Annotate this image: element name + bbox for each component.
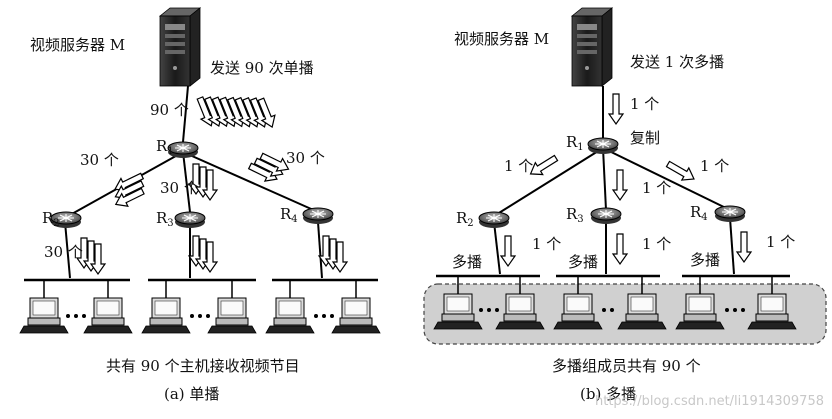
right-link-r2-lan xyxy=(493,221,501,275)
right-r2-count: 1 个 xyxy=(532,235,562,253)
left-arrow-bundle-r4 xyxy=(247,147,292,188)
left-server-icon xyxy=(159,7,201,87)
left-arrow-bundle-lan2 xyxy=(189,236,217,272)
left-r1-right-count: 30 个 xyxy=(286,149,325,167)
left-top-count: 90 个 xyxy=(150,101,189,119)
right-caption: (b) 多播 xyxy=(580,385,637,403)
left-router-r1-label: R1 xyxy=(156,137,174,158)
right-multicast-label-3: 多播 xyxy=(690,251,721,269)
right-link-r1-r2 xyxy=(493,147,604,217)
right-arrow-lan1 xyxy=(500,235,516,267)
left-r2-count: 30 个 xyxy=(44,243,83,261)
left-host-icon xyxy=(265,297,315,334)
right-link-r4-lan xyxy=(729,217,735,275)
left-host-icon xyxy=(207,297,257,334)
left-link-r1-r3 xyxy=(182,151,191,213)
left-link-r2-lan xyxy=(64,221,71,279)
right-router-r2-icon xyxy=(478,211,510,229)
left-host-icon xyxy=(83,297,133,334)
left-router-r4-label: R4 xyxy=(280,205,298,226)
left-router-r3-label: R3 xyxy=(156,209,174,230)
left-host-icon xyxy=(141,297,191,334)
right-server-label: 视频服务器 M xyxy=(454,30,550,48)
left-router-r4-icon xyxy=(302,207,334,225)
left-server-label: 视频服务器 M xyxy=(30,36,126,54)
right-r1-right-count: 1 个 xyxy=(700,157,730,175)
left-caption: (a) 单播 xyxy=(164,385,220,403)
right-link-r1-r3 xyxy=(602,147,607,211)
left-host-icon xyxy=(331,297,381,334)
left-host-icon xyxy=(19,297,69,334)
right-send-label: 发送 1 次多播 xyxy=(630,53,725,71)
left-link-r4-lan xyxy=(317,221,323,279)
right-server-icon xyxy=(571,7,613,87)
left-router-r2-label: R2 xyxy=(42,209,60,230)
right-arrow-r3 xyxy=(612,169,628,201)
right-arrow-lan2 xyxy=(612,233,628,265)
right-router-r4-icon xyxy=(714,205,746,223)
right-multicast-label-2: 多播 xyxy=(568,253,599,271)
right-top-count: 1 个 xyxy=(630,95,660,113)
right-arrow-top xyxy=(608,93,624,125)
right-multicast-panel xyxy=(423,7,827,345)
right-ellipsis-dots xyxy=(479,308,745,312)
left-send-label: 发送 90 次单播 xyxy=(210,59,314,77)
right-summary: 多播组成员共有 90 个 xyxy=(552,357,701,375)
right-r4-count: 1 个 xyxy=(766,233,796,251)
watermark: https://blog.csdn.net/li1914309758 xyxy=(595,394,824,409)
left-r1-left-count: 30 个 xyxy=(80,151,119,169)
left-arrow-bundle-lan3 xyxy=(319,236,347,272)
left-link-server-r1 xyxy=(182,85,189,143)
right-r3-count: 1 个 xyxy=(642,235,672,253)
right-copy-label: 复制 xyxy=(630,129,661,147)
left-summary: 共有 90 个主机接收视频节目 xyxy=(106,357,300,375)
right-router-r3-icon xyxy=(590,207,622,225)
left-unicast-panel xyxy=(19,7,381,334)
left-ellipsis-dots xyxy=(66,314,334,318)
left-router-r3-icon xyxy=(174,211,206,229)
right-r1-mid-count: 1 个 xyxy=(642,179,672,197)
right-router-r1-label: R1 xyxy=(566,133,584,154)
right-router-r1-icon xyxy=(587,137,619,155)
right-link-r1-r4 xyxy=(602,147,731,211)
right-arrow-lan3 xyxy=(736,231,752,263)
right-router-r2-label: R2 xyxy=(456,209,474,230)
right-r1-left-count: 1 个 xyxy=(504,157,534,175)
right-router-r3-label: R3 xyxy=(566,205,584,226)
left-link-r1-r4 xyxy=(182,151,319,213)
left-arrow-bundle-top xyxy=(194,74,279,150)
left-r1-mid-count: 30 个 xyxy=(160,179,199,197)
right-router-r4-label: R4 xyxy=(690,203,708,224)
right-multicast-label-1: 多播 xyxy=(452,253,483,271)
